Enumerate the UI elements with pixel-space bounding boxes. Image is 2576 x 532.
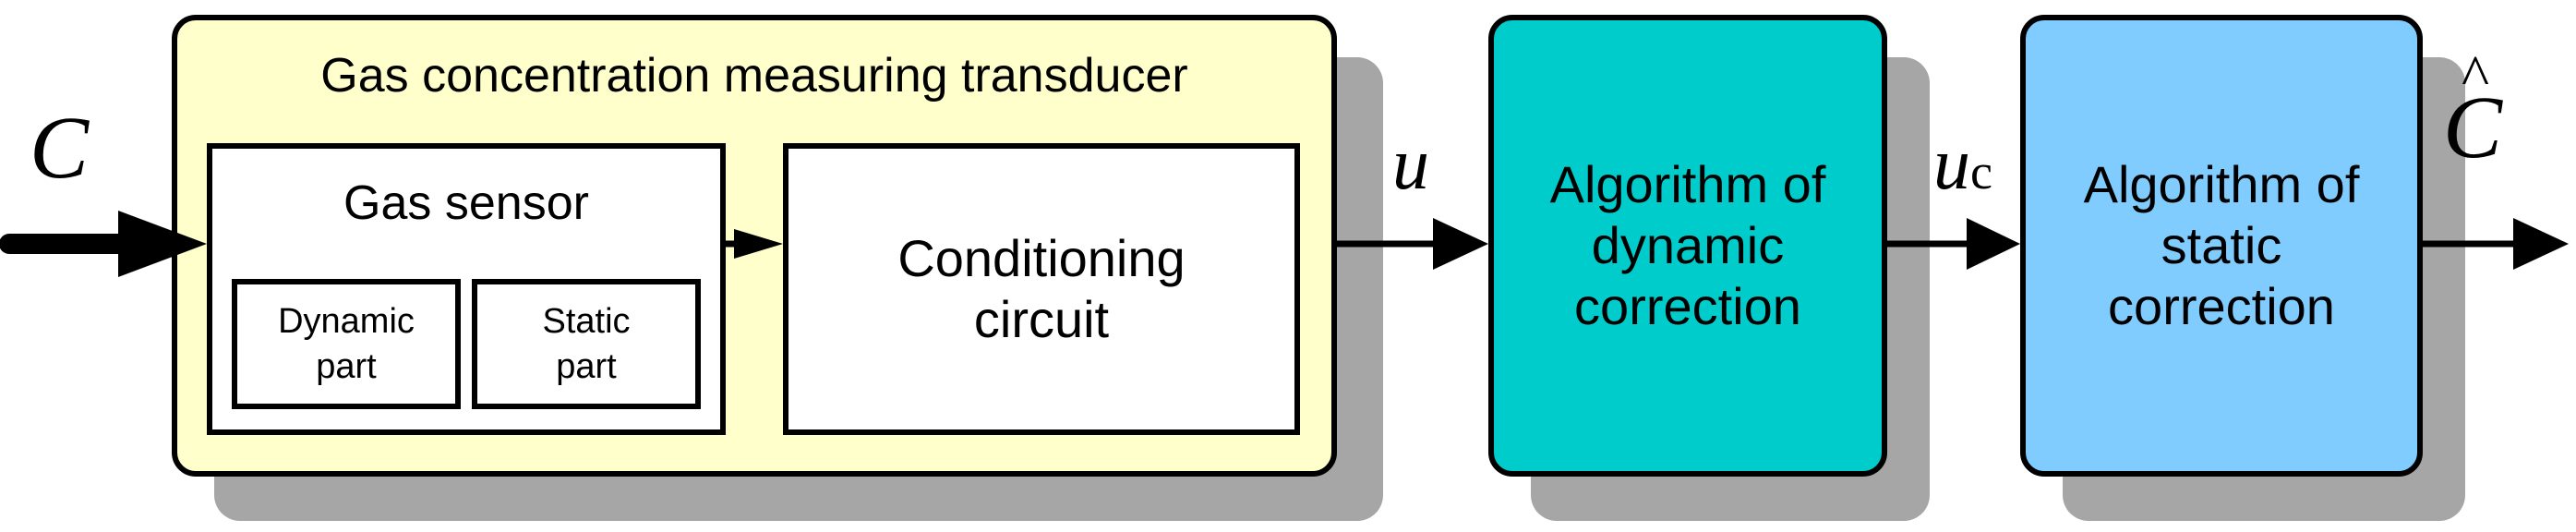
uc-arrowhead <box>1967 218 2020 270</box>
input-arrowhead <box>118 211 207 277</box>
signal-uc-main: u <box>1933 124 1970 205</box>
static-part-block: Static part <box>472 279 701 409</box>
conditioning-circuit-block: Conditioning circuit <box>783 143 1300 435</box>
output-signal-accent: ^ <box>2462 42 2490 108</box>
u-arrowhead <box>1433 218 1488 270</box>
signal-uc-subscript: c <box>1970 144 1992 200</box>
output-arrowhead <box>2513 218 2569 270</box>
output-signal-symbol: C <box>2443 78 2503 176</box>
signal-u-label: u <box>1392 124 1429 205</box>
signal-uc-label: uc <box>1933 127 1992 201</box>
static-correction-block: Algorithm of static correction <box>2020 15 2423 477</box>
dynamic-correction-block: Algorithm of dynamic correction <box>1488 15 1887 477</box>
output-signal-label: ^ C <box>2443 46 2526 185</box>
sensor-to-conditioning-arrowhead <box>734 229 783 259</box>
gas-sensor-title: Gas sensor <box>343 176 589 230</box>
transducer-title: Gas concentration measuring transducer <box>320 49 1188 103</box>
input-signal-label: C <box>30 98 90 197</box>
dynamic-part-block: Dynamic part <box>232 279 461 409</box>
